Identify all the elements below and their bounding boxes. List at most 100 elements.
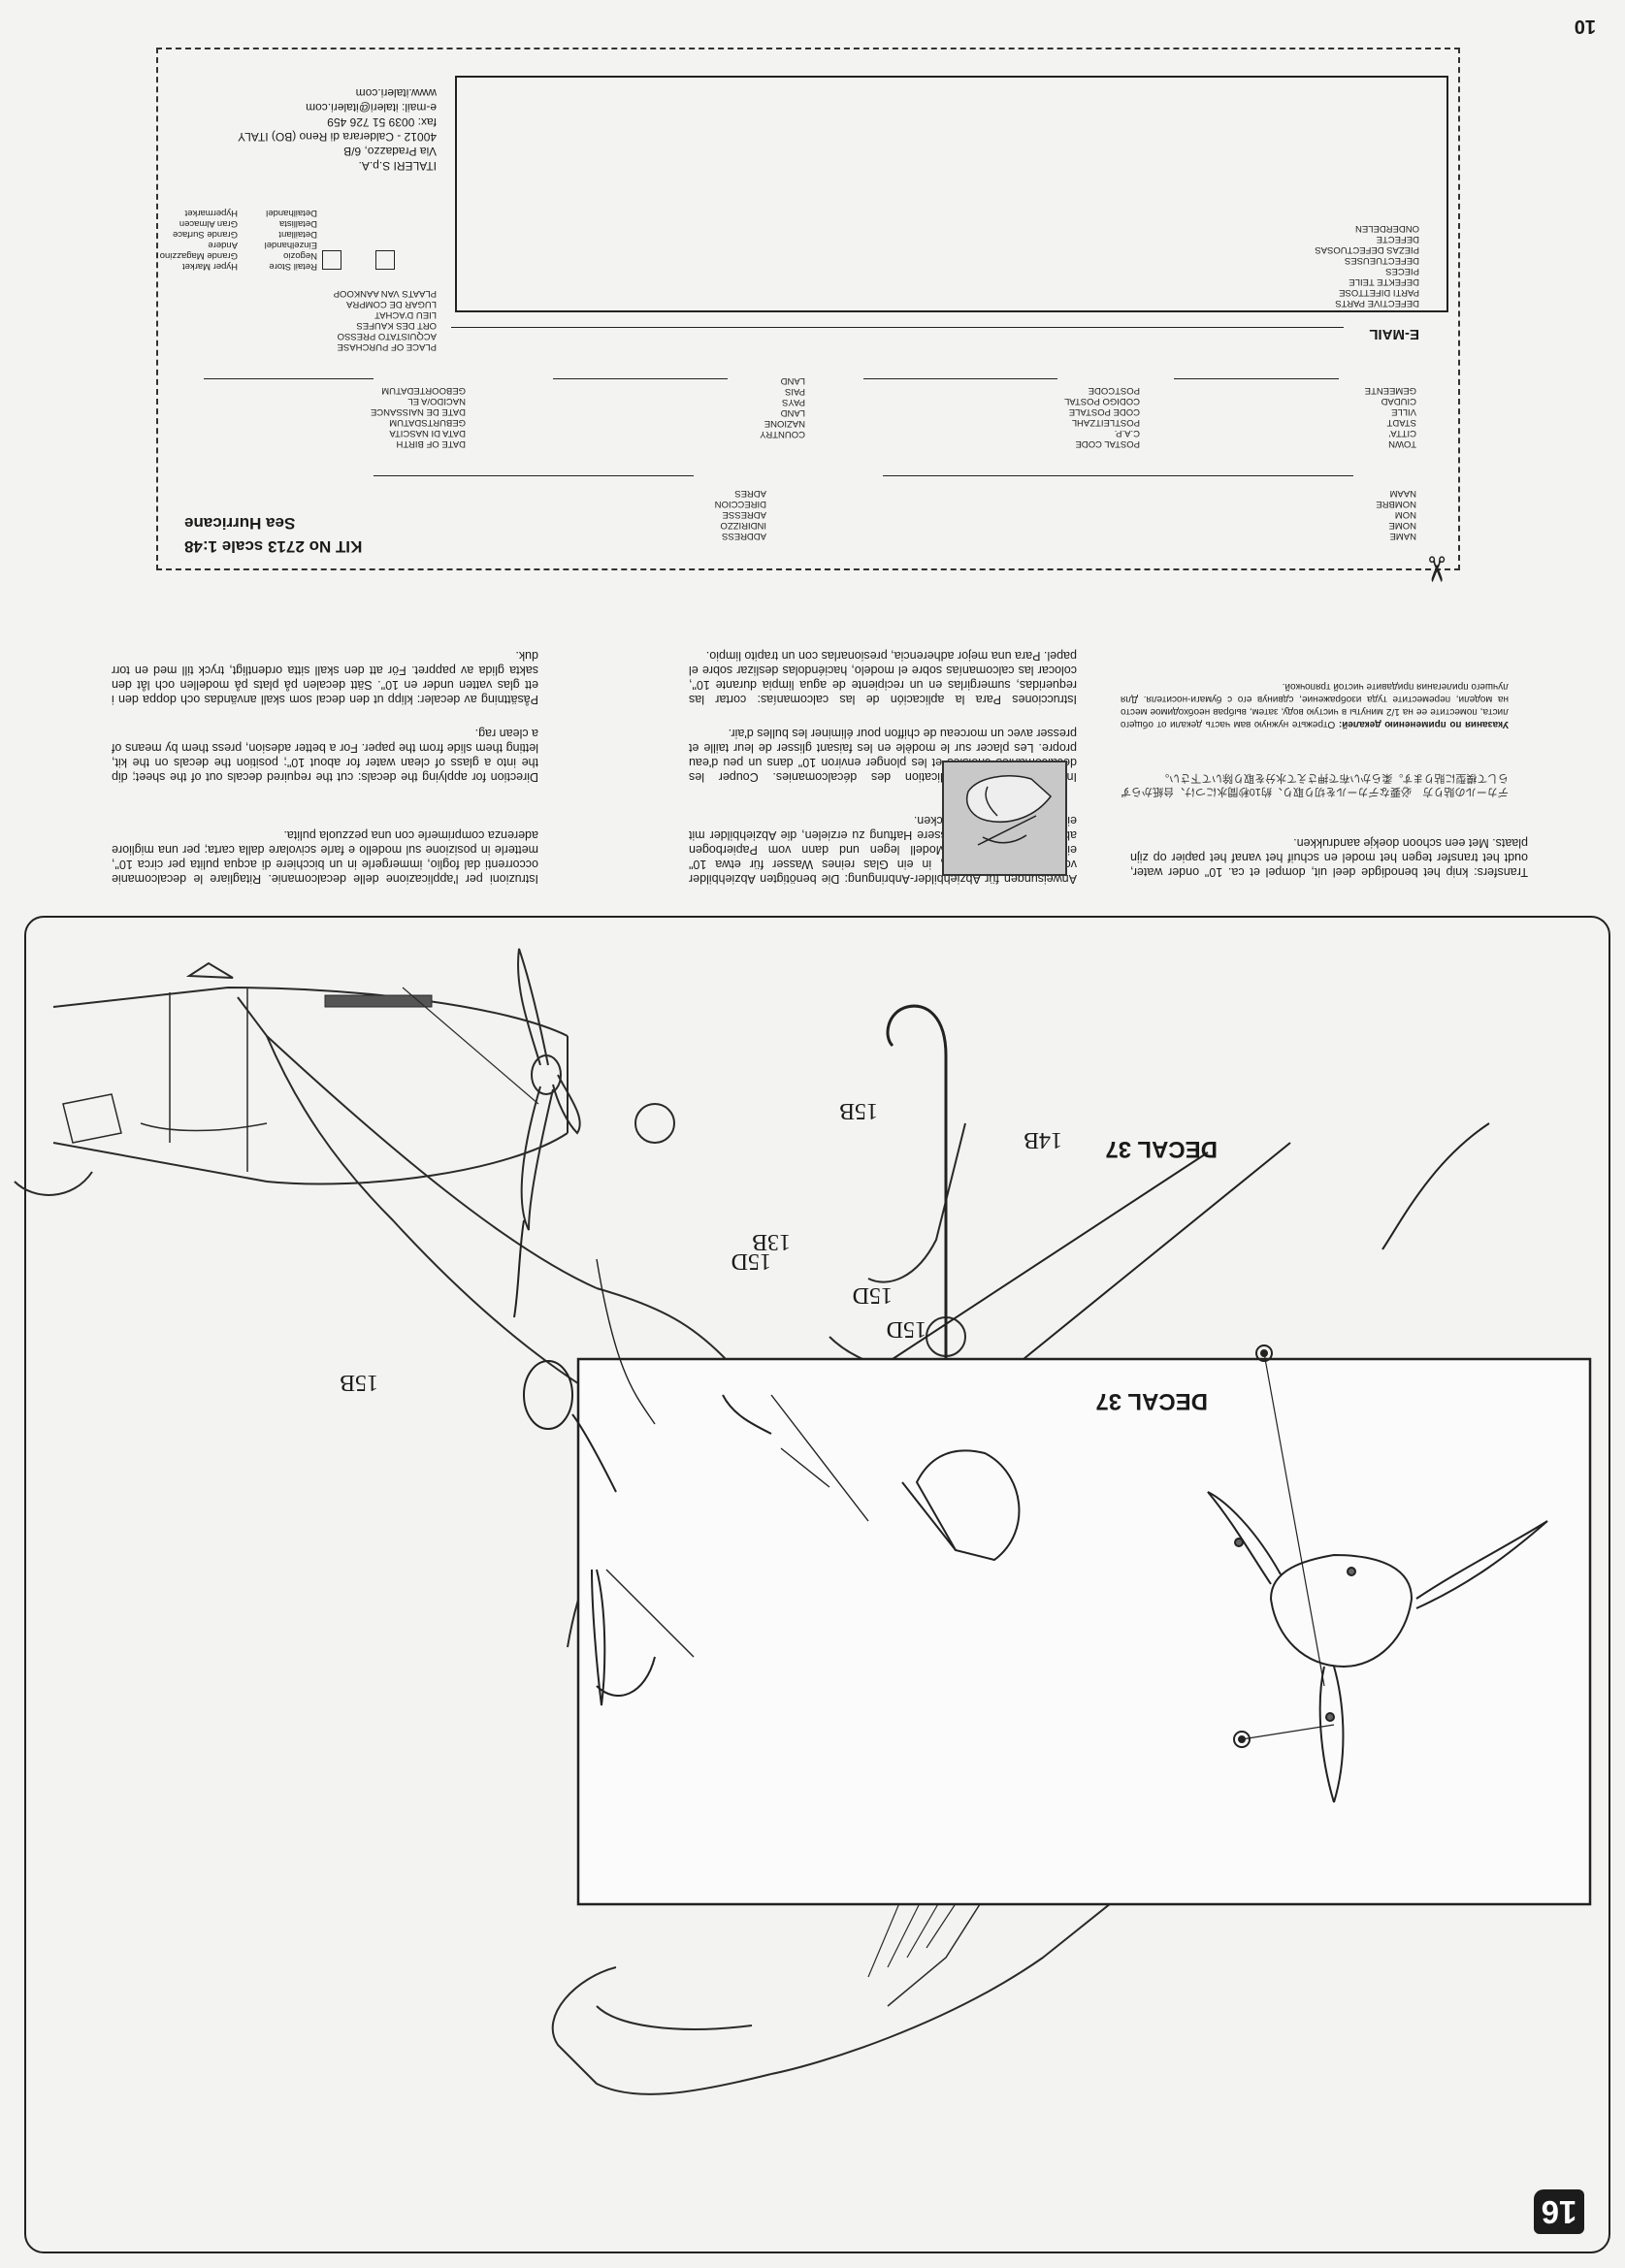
field-name-line[interactable]	[883, 475, 1353, 476]
label-address-en: ADDRESS	[722, 531, 766, 541]
field-email-line[interactable]	[451, 327, 1344, 328]
store-hyper-labels: Hyper Market Grande Magazzino Andere Gra…	[150, 208, 238, 272]
kit-model-name: Sea Hurricane	[184, 514, 296, 533]
field-address-line[interactable]	[374, 475, 694, 476]
company-street: Via Pradazzo, 6/B	[343, 145, 437, 158]
instructions-ru-block: Указания по применению декалей: Отрежьте…	[1121, 680, 1509, 730]
label-country-fr: PAYS	[782, 397, 805, 407]
store-retail-fr: Detaillant	[278, 229, 317, 240]
label-postal-es: CODIGO POSTAL	[1064, 396, 1140, 406]
label-birth-fr: DATE DE NAISSANCE	[370, 406, 466, 417]
store-retail-de: Einzelhandel	[264, 240, 317, 250]
store-hyper-es: Gran Almacen	[179, 218, 238, 229]
inset-exploded-propeller	[513, 1219, 1021, 1706]
hand-applying-decal-icon	[966, 775, 1053, 846]
aircraft-nose-drawing	[14, 961, 569, 1196]
field-birth-labels: DATE OF BIRTH DATA DI NASCITA GEBURTSDAT…	[349, 385, 466, 449]
checkbox-retail-store[interactable]	[322, 250, 341, 270]
inset-assembled-propeller	[1207, 1122, 1548, 1803]
label-postal-it: C.A.P.	[1114, 428, 1140, 438]
store-hyper-it: Grande Magazzino	[159, 250, 238, 261]
store-hyper-de: Andere	[208, 240, 238, 250]
checkbox-hyper-market[interactable]	[375, 250, 395, 270]
label-postal-fr: CODE POSTALE	[1068, 406, 1140, 417]
label-town-nl: GEMEENTE	[1364, 385, 1416, 396]
decal-pictogram	[942, 761, 1067, 876]
store-retail-nl: Detailhandel	[266, 208, 317, 218]
label-address-it: INDIRIZZO	[720, 520, 767, 531]
field-postal-labels: POSTAL CODE C.A.P. POSTLEITZAHL CODE POS…	[1033, 385, 1140, 449]
store-retail-en: Retail Store	[269, 261, 317, 272]
store-retail-es: Detallista	[278, 218, 317, 229]
scissors-icon: ✂	[1415, 554, 1456, 585]
instructions-it: Istruzioni per l'applicazione delle deca…	[112, 828, 538, 886]
label-town-it: CITTA'	[1388, 428, 1416, 438]
company-email: e-mail: italeri@italeri.com	[306, 101, 437, 114]
company-name: ITALERI S.p.A.	[358, 159, 437, 173]
label-address-es: DIRECCION	[714, 499, 766, 509]
store-retail-labels: Retail Store Negozio Einzelhandel Detail…	[240, 208, 317, 272]
company-address: ITALERI S.p.A. Via Pradazzo, 6/B 40012 -…	[184, 85, 437, 173]
label-country-it: NAZIONE	[764, 418, 805, 429]
callout-15d-c: 15D	[886, 1316, 926, 1342]
field-address-labels: ADDRESS INDIRIZZO ADRESSE DIRECCION ADRE…	[679, 488, 766, 541]
label-town-de: STADT	[1386, 417, 1416, 428]
label-town-fr: VILLE	[1391, 406, 1416, 417]
company-fax: fax: 0039 51 726 459	[327, 115, 437, 129]
callout-decal-37-b: DECAL 37	[1105, 1136, 1218, 1162]
label-name-nl: NAAM	[1389, 488, 1416, 499]
instructions-ru-title: Указания по применению декалей:	[1338, 719, 1509, 729]
label-address-fr: ADRESSE	[722, 509, 766, 520]
label-country-nl: LAND	[780, 375, 805, 386]
label-name-en: NAME	[1389, 531, 1416, 541]
callout-decal-37-a: DECAL 37	[1095, 1388, 1208, 1414]
field-birth-line[interactable]	[204, 378, 374, 379]
label-country-de: LAND	[780, 407, 805, 418]
label-purchase-en: PLACE OF PURCHASE	[337, 341, 437, 352]
instructions-ja: デカールの貼り方 必要なデカールを切り取り、約10秒間水につけ、台紙からずらして…	[1121, 772, 1509, 797]
label-postal-de: POSTLEITZAHL	[1071, 417, 1140, 428]
label-purchase-it: ACQUISTATO PRESSO	[337, 331, 437, 341]
instructions-nl: Transfers: knip het benodigde deel uit, …	[1130, 836, 1528, 879]
callout-14b: 14B	[1023, 1127, 1062, 1152]
label-birth-de: GEBURTSDATUM	[389, 417, 466, 428]
label-postal-en: POSTAL CODE	[1075, 438, 1140, 449]
callout-15d-a: 15D	[852, 1282, 893, 1308]
label-birth-en: DATE OF BIRTH	[396, 438, 466, 449]
nose-propeller	[402, 948, 581, 1231]
detail-inset-frame	[576, 1357, 1592, 1906]
instructions-en: Direction for applying the decals: cut t…	[112, 727, 538, 784]
field-postal-line[interactable]	[863, 378, 1057, 379]
page-number: 10	[1574, 16, 1596, 37]
label-name-es: NOMBRE	[1376, 499, 1416, 509]
label-purchase-es: LUGAR DE COMPRA	[346, 299, 437, 309]
label-birth-nl: GEBOORTEDATUM	[381, 385, 466, 396]
store-hyper-en: Hyper Market	[181, 261, 238, 272]
label-address-nl: ADRES	[734, 488, 766, 499]
label-postal-nl: POSTCODE	[1088, 385, 1140, 396]
label-country-es: PAIS	[785, 386, 805, 397]
company-city: 40012 - Calderara di Reno (BO) ITALY	[238, 130, 437, 144]
field-country-line[interactable]	[553, 378, 728, 379]
label-country-en: COUNTRY	[760, 429, 805, 439]
field-town-line[interactable]	[1174, 378, 1339, 379]
instructions-sv: Påsättning av decaler: klipp ut den deca…	[112, 649, 538, 706]
label-purchase-de: ORT DES KAUFES	[356, 320, 437, 331]
label-purchase-nl: PLAATS VAN AANKOOP	[333, 288, 437, 299]
label-name-fr: NOM	[1394, 509, 1416, 520]
label-purchase-fr: LIEU D'ACHAT	[374, 309, 437, 320]
instructions-es: Istrucciones Para la aplicación de las c…	[689, 649, 1077, 706]
store-hyper-fr: Grande Surface	[172, 229, 238, 240]
kit-title-block: KIT No 2713 scale 1:48 Sea Hurricane	[184, 513, 378, 556]
field-town-labels: TOWN CITTA' STADT VILLE CIUDAD GEMEENTE	[1329, 385, 1416, 449]
label-birth-es: NACIDO/A EL	[407, 396, 466, 406]
label-birth-it: DATA DI NASCITA	[389, 428, 466, 438]
store-retail-it: Negozio	[283, 250, 317, 261]
callout-13b: 13B	[751, 1229, 791, 1254]
field-country-labels: COUNTRY NAZIONE LAND PAYS PAIS LAND	[728, 375, 805, 439]
defective-parts-box[interactable]	[455, 76, 1448, 312]
label-town-es: CIUDAD	[1381, 396, 1416, 406]
field-email-label: E-MAIL	[1369, 326, 1419, 342]
